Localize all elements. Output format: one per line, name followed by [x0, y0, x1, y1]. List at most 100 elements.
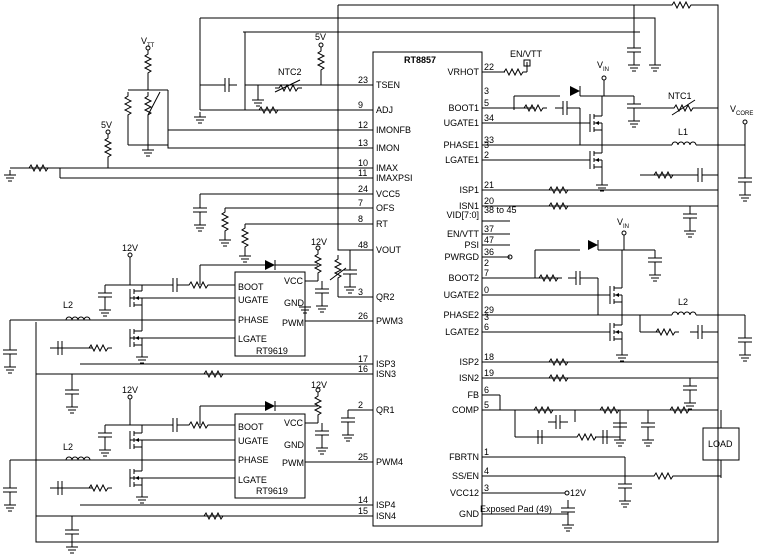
- rt8857-right-pin-name: VID[7:0]: [446, 210, 479, 220]
- v5-label-top: 5V: [315, 32, 326, 42]
- rt8857-right-pin-name: FB: [467, 390, 479, 400]
- rt8857-left-pin-name: RT: [376, 219, 388, 229]
- rt8857-left-pin-number: 13: [358, 138, 368, 148]
- rt8857-right-pin-number: 7: [484, 268, 489, 278]
- rt8857-left-pin-number: 11: [358, 168, 367, 178]
- rt8857-right-pin-name: GND: [459, 509, 480, 519]
- rt8857-left-pin-number: 2: [358, 400, 363, 410]
- rt8857-left-pin-number: 48: [358, 240, 368, 250]
- rt8857-left-pin-number: 3: [358, 287, 363, 297]
- rt8857-right-pin-number: 2: [484, 258, 489, 268]
- svg-text:L2: L2: [63, 442, 73, 452]
- svg-text:BOOT: BOOT: [238, 282, 264, 292]
- ntc1-label: NTC1: [668, 91, 692, 101]
- rt8857-body: [372, 51, 483, 527]
- vout-network: [329, 250, 373, 298]
- rt8857-left-pin-name: QR1: [376, 405, 395, 415]
- rt9619-top: BOOT UGATE PHASE LGATE VCC GND PWM RT961…: [164, 237, 373, 357]
- rt8857-right-pin-number: 1: [484, 447, 489, 457]
- rt8857-left-pin-name: TSEN: [376, 80, 400, 90]
- svg-text:L1: L1: [678, 127, 688, 137]
- rt8857-right-pin-number: 34: [484, 113, 494, 123]
- svg-text:L2: L2: [678, 297, 688, 307]
- rt8857-right-pin-number: 19: [484, 368, 494, 378]
- right-wiring: EN/VTT VIN L1 VCORE NTC1: [482, 49, 753, 532]
- rt8857-right-pin-number: 0: [484, 285, 489, 295]
- rt8857-right-pin-number: 3: [484, 483, 489, 493]
- svg-text:L2: L2: [63, 300, 73, 310]
- svg-text:12V: 12V: [311, 380, 327, 390]
- rt8857-right-pin-name: FBRTN: [449, 452, 479, 462]
- rt9619-bottom: BOOT UGATE PHASE LGATE VCC GND PWM RT961…: [164, 380, 373, 499]
- rt8857-left-pin-name: ISN4: [376, 511, 396, 521]
- rt8857-left-pin-number: 8: [358, 214, 363, 224]
- rt8857-right-pin-name: LGATE2: [445, 327, 479, 337]
- rt8857-right-pin-name: EN/VTT: [447, 229, 480, 239]
- rt8857-right-pin-number: 4: [484, 466, 489, 476]
- rt8857-right-pin-number: 5: [484, 98, 489, 108]
- svg-text:GND: GND: [284, 298, 305, 308]
- rt8857-right-pin-name: COMP: [452, 405, 479, 415]
- rt8857-right-pin-name: ISN1: [459, 201, 479, 211]
- rt8857-left-pin-number: 25: [358, 452, 368, 462]
- rt8857-right-pin-number: 6: [484, 322, 489, 332]
- rt8857-right-pin-number: 47: [484, 235, 494, 245]
- phase3-power-stage: 12V L2: [2, 243, 373, 414]
- rt8857-left-pin-number: 24: [358, 184, 368, 194]
- rt8857-right-pin-name: BOOT2: [448, 273, 479, 283]
- qr1-network: [340, 409, 373, 442]
- rt8857-right-pin-name: VRHOT: [448, 67, 480, 77]
- rt8857-right-pin-name: VCC12: [450, 488, 479, 498]
- rt8857-left-pin-name: IMAXPSI: [376, 173, 413, 183]
- rt8857-left-pin-name: IMONFB: [376, 125, 411, 135]
- vin1-label: VIN: [597, 60, 609, 73]
- svg-text:VCC: VCC: [284, 418, 304, 428]
- rt8857-right-pin-number: 3: [484, 86, 489, 96]
- rt8857-right-pin-number: 21: [484, 180, 494, 190]
- rt8857-right-pin-name: ISP1: [459, 185, 479, 195]
- rt8857-right-pin-name: PHASE1: [443, 140, 479, 150]
- rt8857-right-pin-name: UGATE1: [444, 118, 479, 128]
- rt8857-left-pin-number: 23: [358, 75, 368, 85]
- svg-text:UGATE: UGATE: [238, 436, 268, 446]
- rt8857-left-pin-number: 14: [358, 495, 368, 505]
- rt8857-left-pin-name: IMAX: [376, 163, 398, 173]
- rt8857-left-pin-name: IMON: [376, 143, 400, 153]
- rt8857-right-pin-number: 6: [484, 385, 489, 395]
- rt8857-right-pin-number: 37: [484, 224, 494, 234]
- rt8857-right-pin-number: 38 to 45: [484, 205, 517, 215]
- top-wiring: NTC2 5V VTT 5V: [3, 1, 719, 543]
- rt8857-left-pin-number: 9: [358, 100, 363, 110]
- rt8857-left-pin-name: PWM4: [376, 457, 403, 467]
- rt8857-right-pin-name: SS/EN: [452, 471, 479, 481]
- svg-text:RT9619: RT9619: [256, 486, 288, 496]
- rt8857-left-pin-name: VCC5: [376, 189, 400, 199]
- rt8857-left-pin-name: OFS: [376, 203, 395, 213]
- svg-text:LGATE: LGATE: [238, 475, 267, 485]
- rt8857-left-pin-name: VOUT: [376, 245, 402, 255]
- vcore-label: VCORE: [730, 104, 753, 117]
- rt8857-right-pin-name: BOOT1: [448, 103, 479, 113]
- rt8857-left-pin-name: ISN3: [376, 369, 396, 379]
- rt8857-left-pin-name: ADJ: [376, 105, 393, 115]
- svg-text:RT9619: RT9619: [256, 346, 288, 356]
- rt8857-left-pin-name: PWM3: [376, 316, 403, 326]
- ntc2-label: NTC2: [278, 67, 302, 77]
- rt8857-left-pin-number: 17: [358, 354, 368, 364]
- rt8857-left-pin-name: QR2: [376, 292, 395, 302]
- en-vtt-label: EN/VTT: [510, 49, 543, 59]
- svg-text:12V: 12V: [311, 237, 327, 247]
- rt8857-right-pin-name: PSI: [464, 240, 479, 250]
- rt8857-name: RT8857: [404, 55, 436, 65]
- vin2-label: VIN: [617, 217, 629, 230]
- svg-text:PWM: PWM: [282, 318, 304, 328]
- rt8857-right-pin-number: 18: [484, 352, 494, 362]
- rt8857-right-pin-number: 33: [484, 135, 494, 145]
- svg-text:BOOT: BOOT: [238, 422, 264, 432]
- rt8857-left-pin-number: 10: [358, 158, 368, 168]
- rt8857-right-pin-name: PHASE2: [443, 310, 479, 320]
- rt8857-right-pin-number: 2: [484, 150, 489, 160]
- rt8857-left-pin-number: 12: [358, 120, 368, 130]
